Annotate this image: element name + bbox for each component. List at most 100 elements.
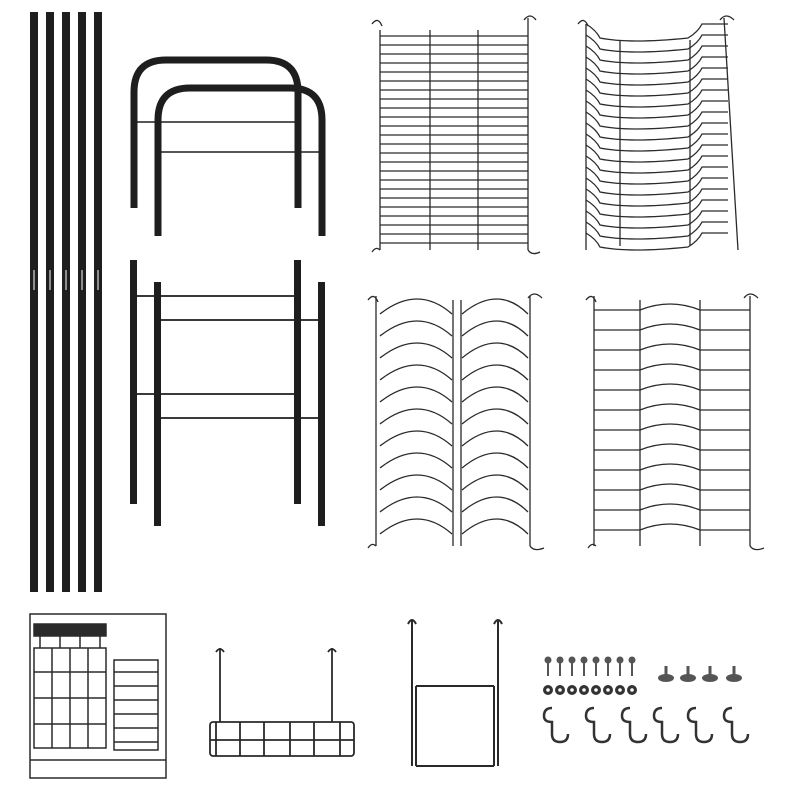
s-hook [620,706,648,744]
side-frame-rails [137,295,318,419]
washer-hole [570,688,574,692]
foot-stem [686,666,690,678]
foot-stem [664,666,668,678]
hanging-basket [209,648,355,757]
double-wave-rack [367,293,545,551]
washer-hole [582,688,586,692]
screw-shaft [571,662,573,676]
washer-hole [558,688,562,692]
rack-wave-wire [585,67,728,86]
rack-wave-wire [379,518,453,535]
screw-head [580,656,588,664]
rack-wave-wire [379,430,453,447]
rack-wave-wire [585,89,728,108]
rack-wave-wire [461,342,529,359]
rack-side [375,296,531,546]
rack-wave-wire [379,496,453,513]
pole [46,12,54,592]
side-frame-back [130,260,301,504]
s-hook [722,706,750,744]
rack-support [639,300,701,546]
rack-wave-wire [461,320,529,337]
rack-wave-wire [585,133,728,152]
rack-wave-wire [585,144,728,163]
screws [544,656,636,676]
washers [543,685,637,695]
screw-shaft [583,662,585,676]
screw-shaft [559,662,561,676]
screw-head [604,656,612,664]
rack-wave-wire [379,408,453,425]
rack-wave-wire [461,452,529,469]
rack-wave-wire [594,483,750,491]
rack-wave-wire [379,452,453,469]
pole [78,12,86,592]
upright-poles [30,12,102,592]
washer-hole [594,688,598,692]
rack-wave-wire [585,56,728,75]
rack-wave-wire [585,78,728,97]
washer-hole [630,688,634,692]
s-hook [652,706,680,744]
rack-wave-wire [379,320,453,337]
rack-wave-wire [461,474,529,491]
rack-wave-wire [461,386,529,403]
screw-head [616,656,624,664]
rack-wave-wire [594,523,750,531]
rack-wave-wire [594,383,750,391]
rack-hook [367,293,545,551]
rack-wave-wire [585,100,728,119]
rack-wave-wire [594,303,750,311]
rack-wave-wire [594,503,750,511]
rack-hook [585,293,765,551]
shelf-side [379,18,529,250]
rack-wave-wire [585,177,728,196]
shelf-support [429,30,479,250]
rack-wave-wire [585,199,728,218]
rack-wave-wire [594,403,750,411]
arched-frame-crossbars [134,121,322,153]
rack-wave-wire [594,363,750,371]
rack-wave-wire [585,188,728,207]
rack-wave-wire [594,423,750,431]
flat-wire-shelf [371,15,541,255]
rack-wave-wire [379,474,453,491]
side-frame-front [154,282,325,526]
rack-wave-wire [585,166,728,185]
rack-wave-wire [585,155,728,174]
screw-head [628,656,636,664]
rack-wave-wire [585,122,728,141]
s-hook [584,706,612,744]
rack-wave-wire [594,443,750,451]
center-wave-rack [585,293,765,551]
rack-wave-wire [585,34,728,53]
screw-head [568,656,576,664]
s-hook [686,706,714,744]
rack-side [593,296,751,546]
screw-shaft [595,662,597,676]
rack-support [619,40,691,246]
rack-wave-wire [585,210,728,229]
cup-holder-frame [407,619,503,767]
rack-wave-wire [379,386,453,403]
s-hook [542,706,570,744]
shelf-foot [371,247,541,255]
rack-wave-wire [379,298,453,315]
arched-frame-front [154,84,326,236]
arched-frame-back [130,56,302,208]
screw-shaft [607,662,609,676]
rack-wave-wire [461,496,529,513]
washer-hole [546,688,550,692]
rack-wave-wire [461,408,529,425]
rack-wave-wire [585,111,728,130]
screw-head [556,656,564,664]
foot-stem [708,666,712,678]
screw-head [544,656,552,664]
rack-wave-wire [585,221,728,240]
rack-wave-wire [461,298,529,315]
screw-head [592,656,600,664]
rack-wave-wire [379,342,453,359]
utensil-cutting-board-holder [29,613,167,779]
